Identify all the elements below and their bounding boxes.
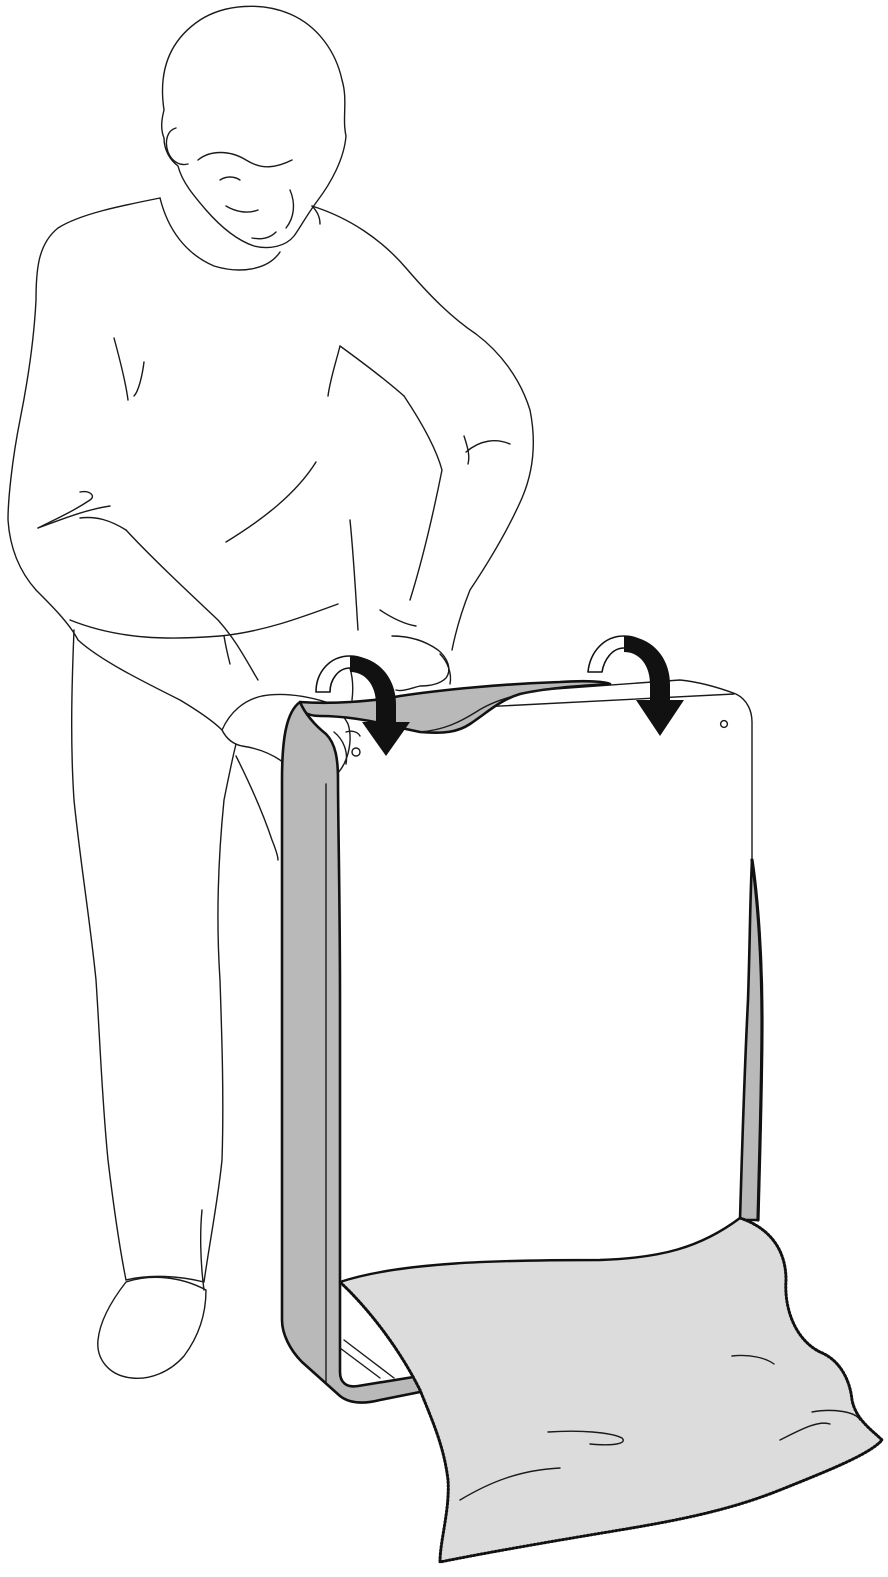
fabric-cover	[340, 1218, 882, 1562]
panel-hole	[721, 721, 728, 728]
person-sweater	[8, 198, 222, 730]
person-right-hand	[392, 636, 449, 691]
person-trousers	[72, 630, 126, 1280]
person-shoe	[98, 1277, 206, 1378]
top-sleeve	[300, 681, 610, 733]
